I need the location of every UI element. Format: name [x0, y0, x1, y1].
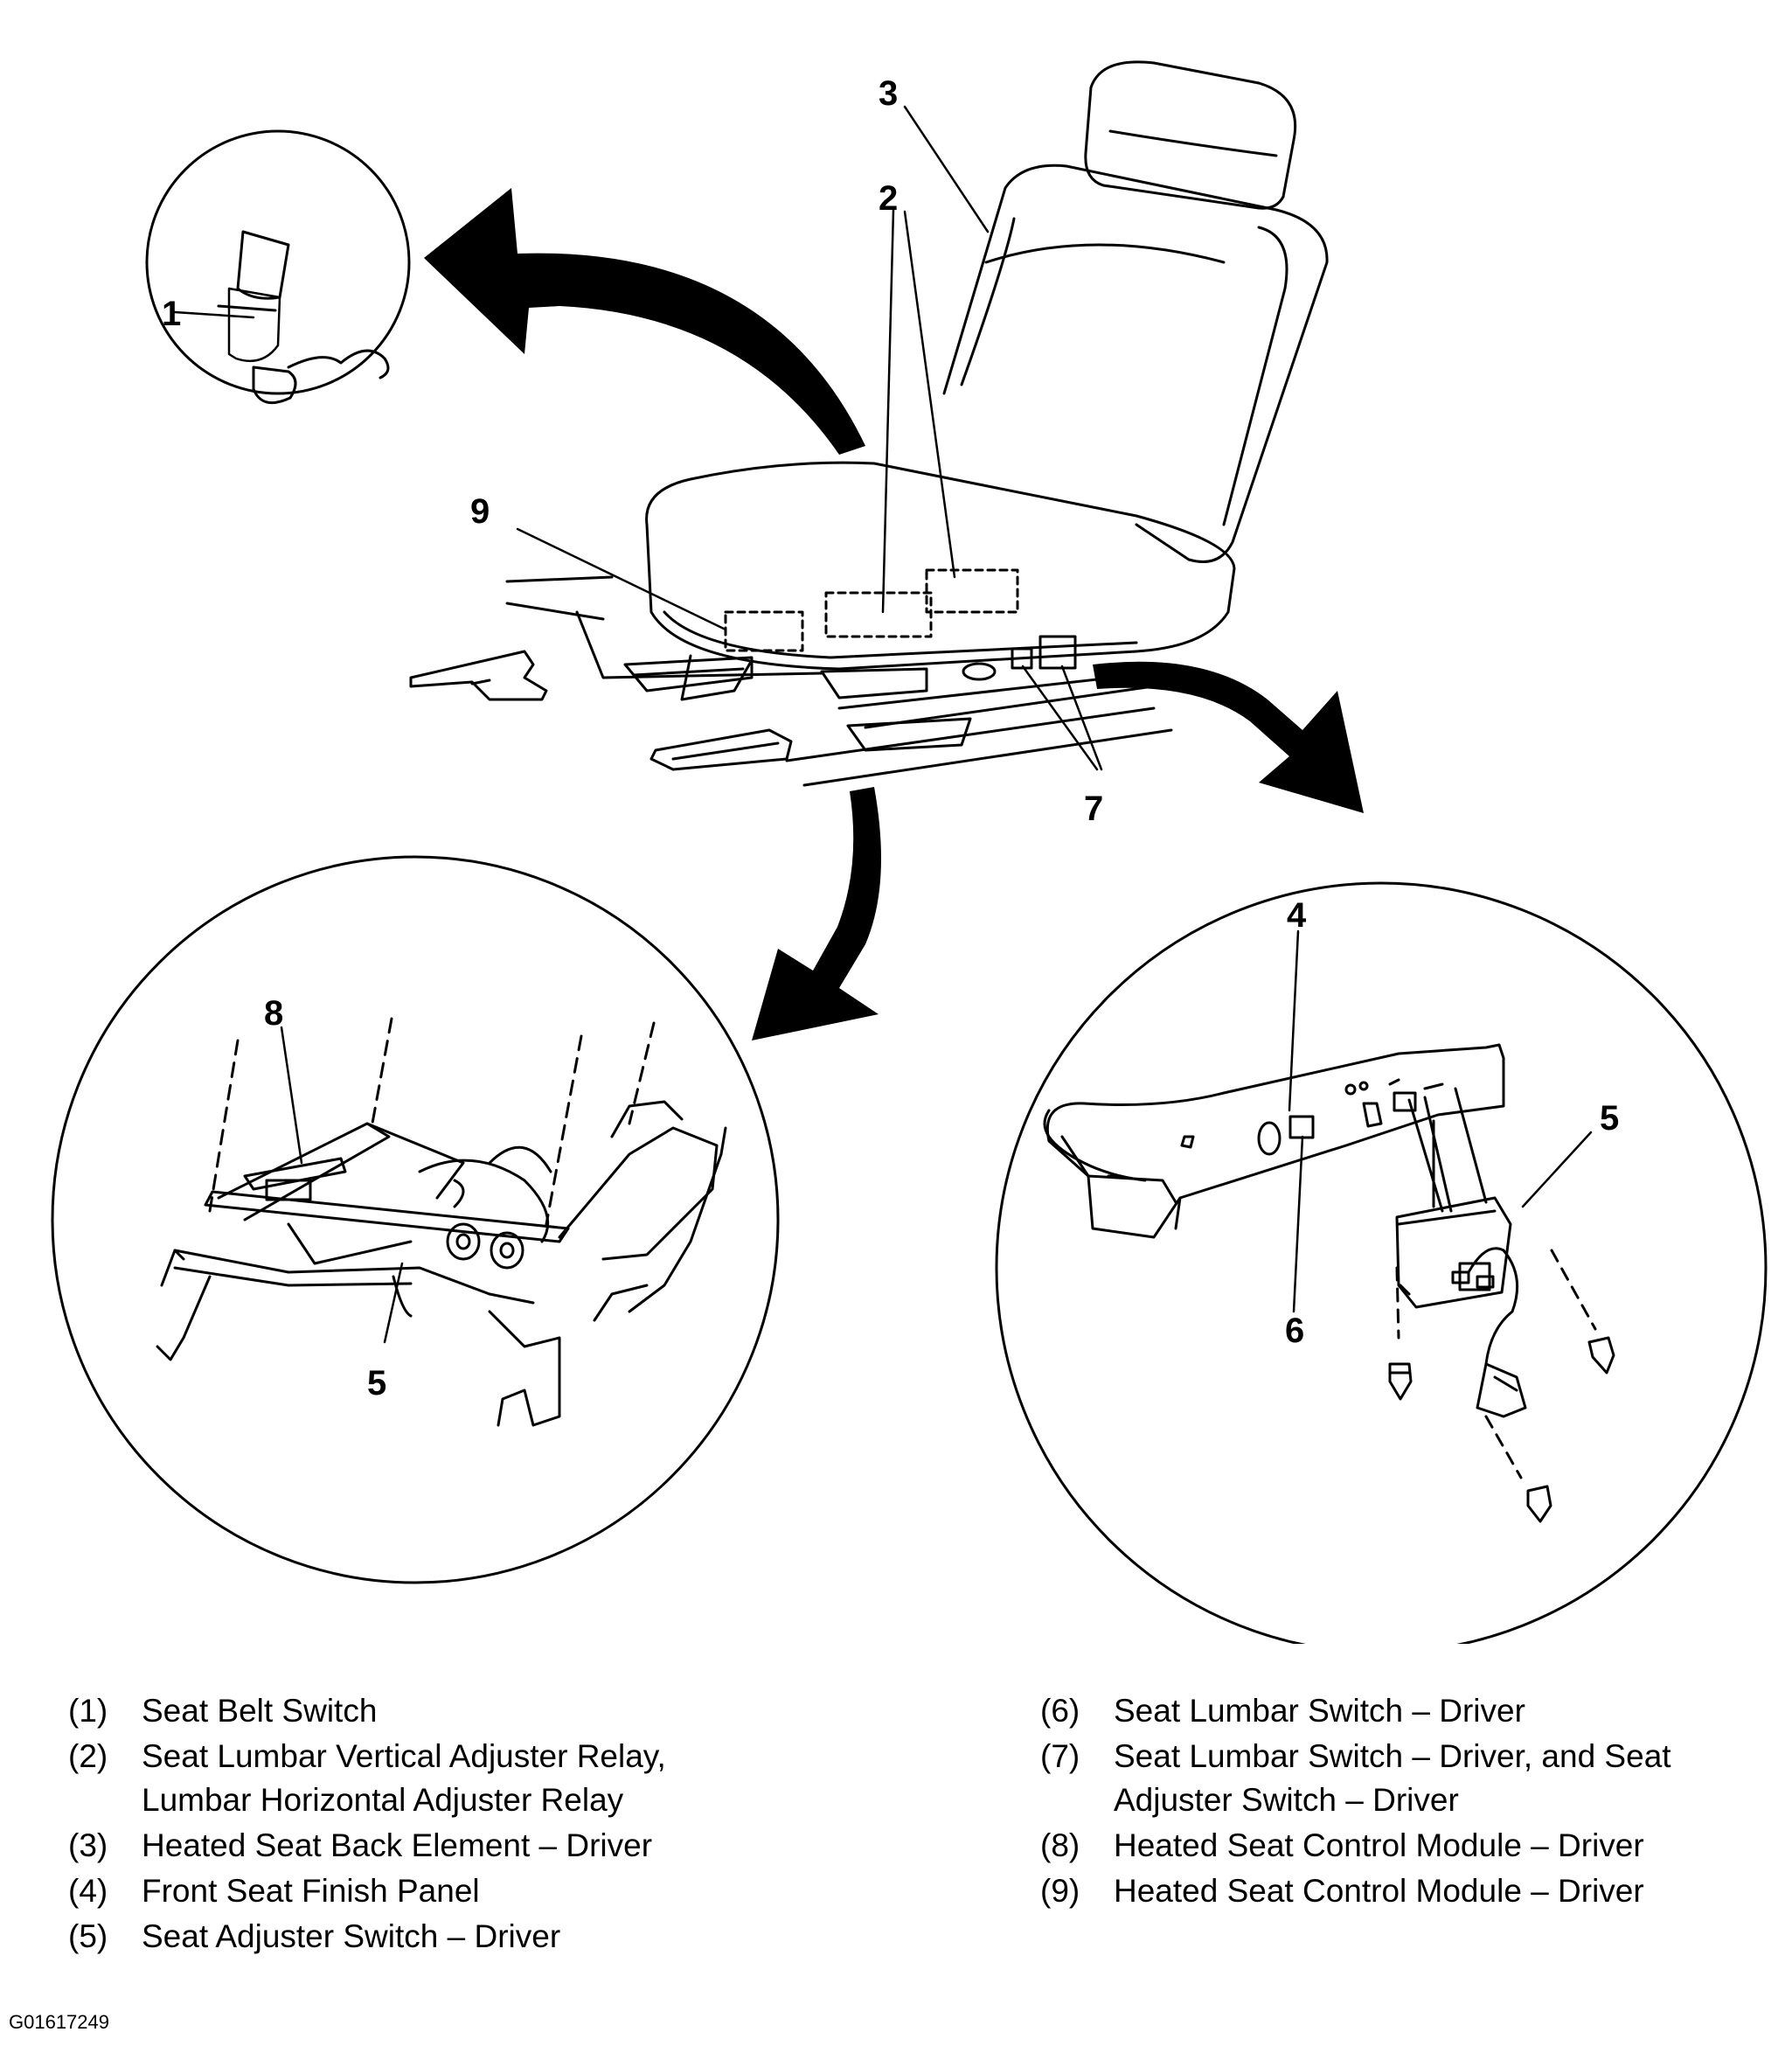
callout-5-right: 5 [1600, 1099, 1619, 1138]
legend-text: Heated Seat Control Module – Driver [1114, 1827, 1644, 1863]
pointer-arrows [424, 188, 1364, 1040]
legend-item: (9) Heated Seat Control Module – Driver [1040, 1869, 1783, 1913]
legend-text: Seat Lumbar Switch – Driver [1114, 1693, 1525, 1729]
legend-text: Heated Seat Back Element – Driver [142, 1827, 653, 1863]
callout-6: 6 [1285, 1312, 1304, 1350]
seat-adjuster-switch-module [1395, 1196, 1512, 1309]
legend-item: (3) Heated Seat Back Element – Driver [68, 1824, 942, 1868]
arrow-to-finish-panel [1093, 661, 1364, 813]
legend-item: (4) Front Seat Finish Panel [68, 1869, 942, 1913]
lumbar-vertical-relay [824, 591, 933, 638]
callout-8: 8 [264, 994, 283, 1033]
legend-number: (6) [1040, 1693, 1080, 1729]
legend-text: Seat Adjuster Switch – Driver [142, 1918, 561, 1954]
floor-bracket-left [409, 650, 548, 701]
legend-text: Seat Lumbar Switch – Driver, and Seat Ad… [1114, 1738, 1671, 1818]
arrow-to-seat-adjuster [752, 787, 881, 1040]
legend-item: (8) Heated Seat Control Module – Driver [1040, 1824, 1783, 1868]
legend-number: (8) [1040, 1827, 1080, 1863]
legend-number: (4) [68, 1873, 108, 1909]
seat-cushion [645, 461, 1236, 671]
legend-text: Heated Seat Control Module – Driver [1114, 1873, 1644, 1909]
callout-7: 7 [1084, 790, 1103, 828]
legend-number: (9) [1040, 1873, 1080, 1909]
callout-3: 3 [879, 74, 898, 113]
arrow-to-seat-belt-switch [424, 188, 865, 455]
legend-item: (7) Seat Lumbar Switch – Driver, and Sea… [1040, 1735, 1783, 1822]
legend-number: (1) [68, 1693, 108, 1729]
legend-number: (5) [68, 1918, 108, 1954]
legend-right: (6) Seat Lumbar Switch – Driver (7) Seat… [1040, 1689, 1783, 1915]
figure-id: G01617249 [9, 2011, 109, 2033]
legend-number: (7) [1040, 1738, 1080, 1774]
legend-text: Front Seat Finish Panel [142, 1873, 480, 1909]
floor-bracket-right [649, 728, 793, 771]
seat-assembly [645, 60, 1329, 701]
seat-components-diagram: 3 2 1 9 7 8 5 4 5 6 [51, 60, 1768, 1644]
callout-5-left: 5 [367, 1364, 386, 1402]
detail-seat-belt-switch [145, 129, 411, 405]
heated-seat-back [942, 164, 1329, 563]
front-seat-finish-panel [1045, 1043, 1505, 1239]
legend-item: (5) Seat Adjuster Switch – Driver [68, 1915, 942, 1959]
detail-finish-panel [995, 881, 1768, 1644]
legend-number: (2) [68, 1738, 108, 1774]
legend-item: (1) Seat Belt Switch [68, 1689, 942, 1733]
lumbar-horizontal-relay [925, 568, 1019, 614]
seat-side-switch-large [1038, 635, 1077, 670]
callout-4: 4 [1287, 896, 1307, 935]
callout-1: 1 [162, 295, 181, 333]
seat-side-switch-small [1011, 647, 1033, 670]
lumbar-switch-opening [1288, 1115, 1315, 1139]
legend-text: Seat Lumbar Vertical Adjuster Relay, Lum… [142, 1738, 666, 1818]
callout-leaders [280, 105, 1593, 1344]
legend-text: Seat Belt Switch [142, 1693, 378, 1729]
legend-item: (6) Seat Lumbar Switch – Driver [1040, 1689, 1783, 1733]
heated-seat-module-9 [724, 610, 804, 652]
callout-2: 2 [879, 179, 898, 218]
legend-number: (3) [68, 1827, 108, 1863]
legend-item: (2) Seat Lumbar Vertical Adjuster Relay,… [68, 1735, 942, 1822]
seat-tracks [409, 575, 1173, 787]
callout-9: 9 [470, 492, 490, 531]
legend-left: (1) Seat Belt Switch (2) Seat Lumbar Ver… [68, 1689, 942, 1960]
detail-seat-adjuster [51, 855, 780, 1584]
